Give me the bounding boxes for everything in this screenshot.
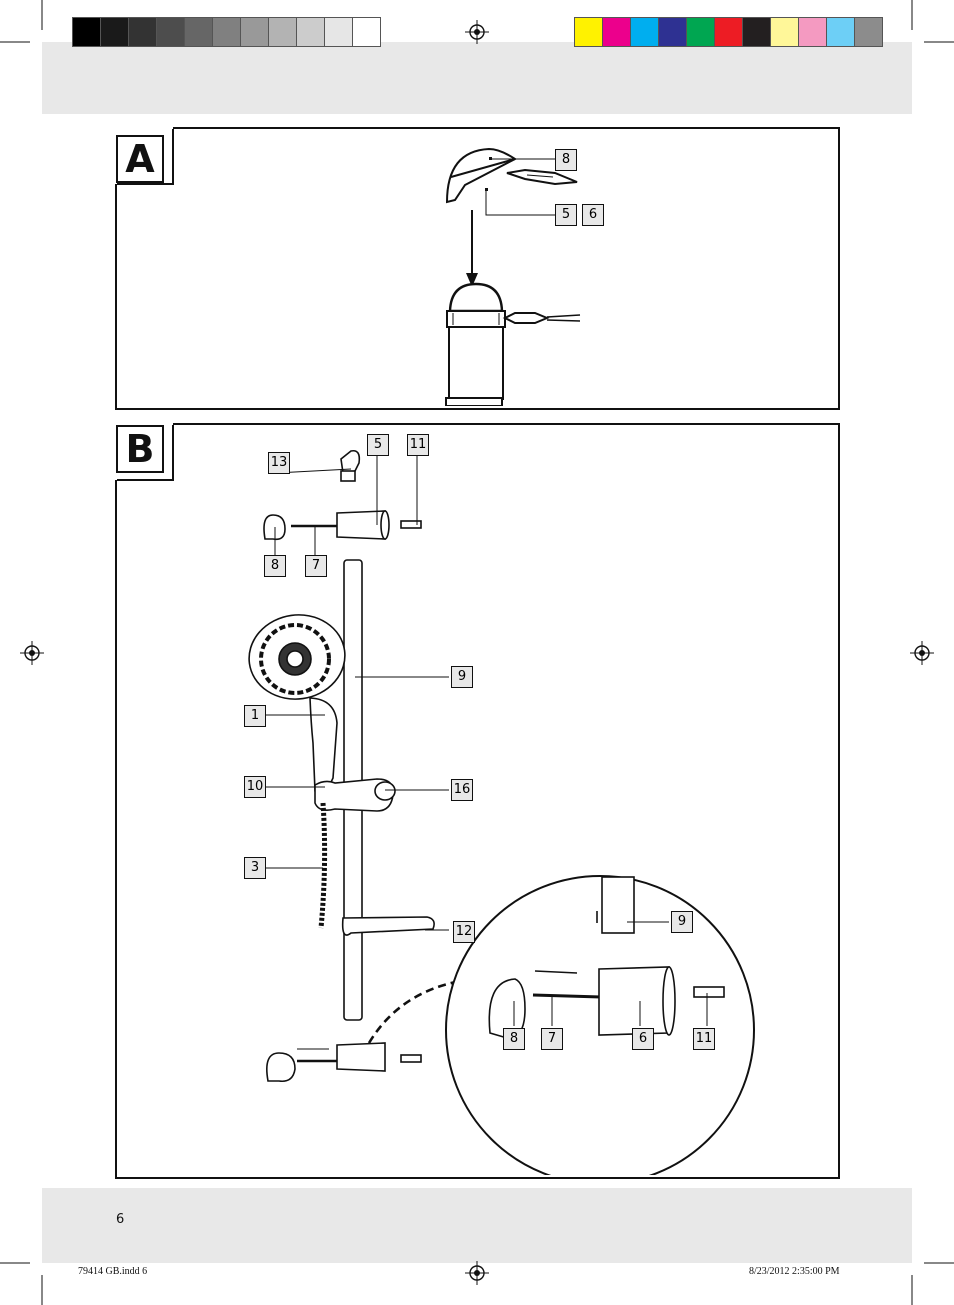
callout-8: 8 xyxy=(264,555,286,577)
gray-swatch-8 xyxy=(268,17,297,47)
zoom-callout-6: 6 xyxy=(632,1028,654,1050)
color-swatch-4 xyxy=(658,17,687,47)
gray-swatch-4 xyxy=(156,17,185,47)
zoom-rail xyxy=(601,876,635,934)
color-swatch-2 xyxy=(602,17,631,47)
bottom-wall-holder xyxy=(336,1042,386,1072)
slug-file: 79414 GB.indd 6 xyxy=(78,1266,148,1277)
callout-1: 1 xyxy=(244,705,266,727)
hand-shower-handle xyxy=(309,697,338,797)
gray-swatch-6 xyxy=(212,17,241,47)
elbow-connector xyxy=(340,449,361,474)
panel-b: B xyxy=(115,423,840,1179)
cover-cap-assembled xyxy=(448,282,504,313)
top-gray-band xyxy=(42,42,912,114)
panel-b-letter: B xyxy=(116,425,164,473)
color-swatch-1 xyxy=(574,17,603,47)
panel-a: A 8 5 6 xyxy=(115,127,840,410)
registration-mark-bottom xyxy=(465,1261,489,1285)
color-swatch-9 xyxy=(798,17,827,47)
registration-mark-right xyxy=(910,641,934,665)
bottom-dowel xyxy=(400,1054,422,1063)
process-color-bar xyxy=(574,17,883,47)
slug-date: 8/23/2012 2:35:00 PM xyxy=(749,1266,840,1277)
registration-mark-left xyxy=(20,641,44,665)
color-swatch-5 xyxy=(686,17,715,47)
gray-swatch-1 xyxy=(72,17,101,47)
gray-swatch-2 xyxy=(100,17,129,47)
callout-16: 16 xyxy=(451,779,473,801)
callout-9: 9 xyxy=(451,666,473,688)
screw-assembled xyxy=(502,312,550,324)
callout-7: 7 xyxy=(305,555,327,577)
color-swatch-10 xyxy=(826,17,855,47)
callout-10: 10 xyxy=(244,776,266,798)
gray-swatch-3 xyxy=(128,17,157,47)
callout-13: 13 xyxy=(268,452,290,474)
wall-holder xyxy=(336,510,386,540)
zoom-callout-9: 9 xyxy=(671,911,693,933)
soap-dish xyxy=(341,916,435,936)
panel-a-letter: A xyxy=(116,135,164,183)
wall-holder-assembled xyxy=(448,326,504,400)
callout-5: 5 xyxy=(555,204,577,226)
page-number: 6 xyxy=(116,1212,125,1227)
shower-hose xyxy=(318,802,328,929)
callout-12: 12 xyxy=(453,921,475,943)
zoom-screw xyxy=(532,993,602,999)
wall-dowel xyxy=(400,520,422,529)
bottom-cover-cap xyxy=(266,1052,296,1083)
zoom-callout-11: 11 xyxy=(693,1028,715,1050)
callout-5: 5 xyxy=(367,434,389,456)
color-swatch-3 xyxy=(630,17,659,47)
zoom-dowel xyxy=(693,986,725,998)
zoom-wall-holder xyxy=(598,966,670,1036)
registration-mark-top xyxy=(465,20,489,44)
gray-swatch-9 xyxy=(296,17,325,47)
callout-11: 11 xyxy=(407,434,429,456)
panel-b-diagram xyxy=(248,449,755,1175)
gray-swatch-5 xyxy=(184,17,213,47)
screw-top xyxy=(506,168,578,186)
bottom-gray-band xyxy=(42,1188,912,1263)
zoom-callout-7: 7 xyxy=(541,1028,563,1050)
callout-3: 3 xyxy=(244,857,266,879)
panel-a-diagram xyxy=(445,147,581,406)
callout-6: 6 xyxy=(582,204,604,226)
color-swatch-7 xyxy=(742,17,771,47)
color-swatch-11 xyxy=(854,17,883,47)
callout-8: 8 xyxy=(555,149,577,171)
color-swatch-6 xyxy=(714,17,743,47)
color-swatch-8 xyxy=(770,17,799,47)
grayscale-color-bar xyxy=(72,17,381,47)
gray-swatch-11 xyxy=(352,17,381,47)
gray-swatch-10 xyxy=(324,17,353,47)
gray-swatch-7 xyxy=(240,17,269,47)
zoom-callout-8: 8 xyxy=(503,1028,525,1050)
